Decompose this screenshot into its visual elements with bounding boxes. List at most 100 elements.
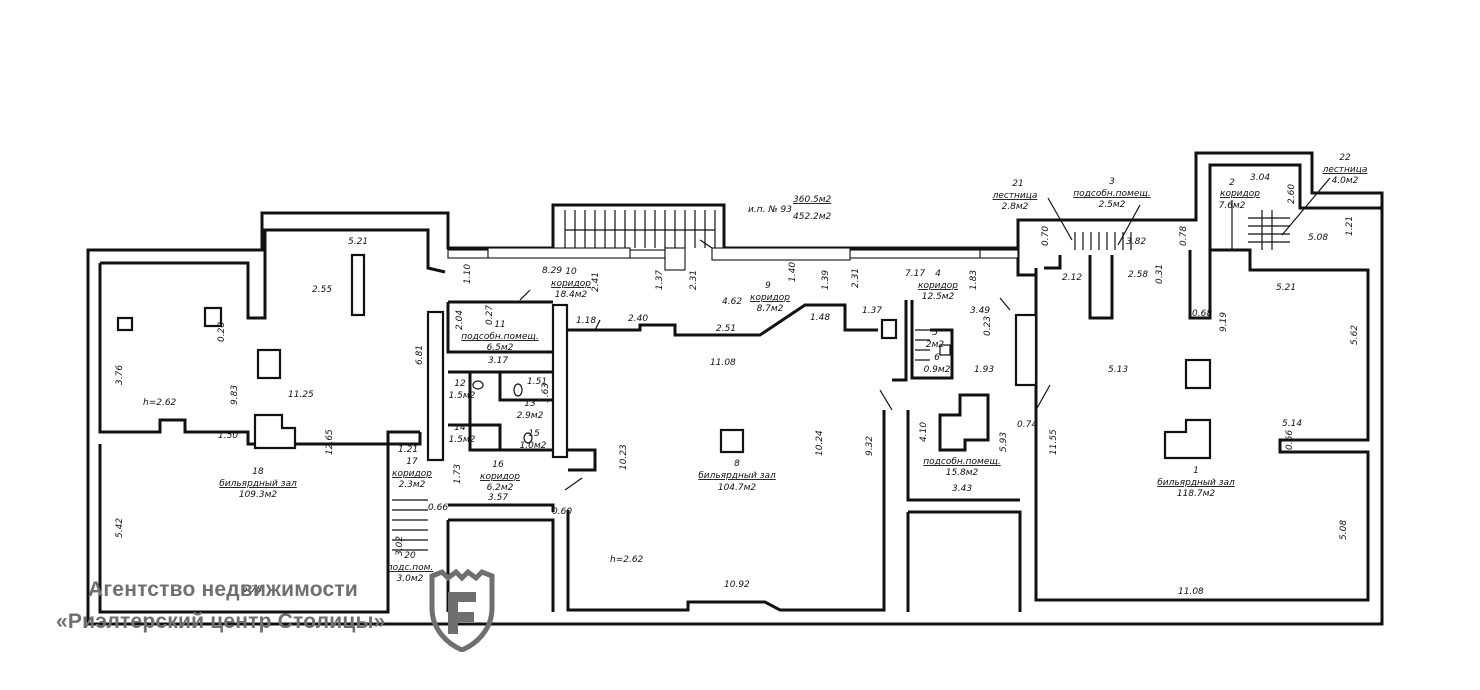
summary-area-1: 360.5м2 <box>793 195 832 205</box>
svg-text:2.8м2: 2.8м2 <box>1002 202 1029 212</box>
svg-text:2.9м2: 2.9м2 <box>517 411 544 421</box>
svg-text:0.23: 0.23 <box>983 316 993 336</box>
svg-text:9: 9 <box>765 281 771 291</box>
svg-text:9.32: 9.32 <box>865 436 875 456</box>
svg-text:1.63: 1.63 <box>541 383 551 403</box>
svg-text:1.5м2: 1.5м2 <box>449 391 476 401</box>
svg-text:0.66: 0.66 <box>428 503 448 513</box>
utility-room-label: подсобн.помещ.15.8м2 <box>923 457 1000 478</box>
svg-text:3.57: 3.57 <box>488 493 508 503</box>
svg-text:18.4м2: 18.4м2 <box>555 290 588 300</box>
fixtures <box>472 344 951 444</box>
svg-text:1.37: 1.37 <box>655 270 665 290</box>
room-13-label: 132.9м2 <box>517 399 544 421</box>
svg-text:2.51: 2.51 <box>716 324 736 334</box>
svg-text:3.17: 3.17 <box>488 356 508 366</box>
svg-text:1.39: 1.39 <box>821 270 831 290</box>
svg-text:h=2.62: h=2.62 <box>610 555 644 565</box>
svg-text:2.41: 2.41 <box>591 272 601 292</box>
svg-text:2.40: 2.40 <box>628 314 648 324</box>
svg-text:3.76: 3.76 <box>115 365 125 385</box>
svg-text:1.37: 1.37 <box>862 306 882 316</box>
svg-text:17: 17 <box>406 457 418 467</box>
svg-text:коридор: коридор <box>480 472 520 482</box>
svg-text:10.24: 10.24 <box>815 430 825 456</box>
watermark-line-2: «Риэлтерский центр Столицы» <box>56 610 386 633</box>
svg-text:5.08: 5.08 <box>1339 520 1349 540</box>
svg-text:0.60: 0.60 <box>552 507 572 517</box>
area-summary: и.п. № 93 360.5м2 452.2м2 <box>748 195 832 222</box>
svg-text:1.48: 1.48 <box>810 313 830 323</box>
svg-text:подсобн.помещ.: подсобн.помещ. <box>1073 189 1150 199</box>
svg-text:лестница: лестница <box>1322 165 1368 175</box>
svg-text:1: 1 <box>1193 466 1199 476</box>
svg-text:0.78: 0.78 <box>1179 226 1189 246</box>
svg-text:5: 5 <box>932 328 938 338</box>
svg-text:2.55: 2.55 <box>312 285 332 295</box>
svg-text:12.5м2: 12.5м2 <box>922 292 955 302</box>
summary-number: и.п. № 93 <box>748 205 792 215</box>
room-15-label: 151.0м2 <box>520 429 547 451</box>
svg-text:12: 12 <box>454 379 466 389</box>
svg-text:6.5м2: 6.5м2 <box>487 343 514 353</box>
svg-text:10.92: 10.92 <box>724 580 750 590</box>
svg-text:4: 4 <box>935 269 941 279</box>
svg-text:4.62: 4.62 <box>722 297 742 307</box>
svg-text:6.81: 6.81 <box>415 345 425 365</box>
ceiling-heights: h=2.62 h=2.62 <box>143 398 644 565</box>
svg-text:1.73: 1.73 <box>453 464 463 484</box>
svg-text:11.08: 11.08 <box>1178 587 1204 597</box>
svg-text:4.10: 4.10 <box>919 422 929 442</box>
svg-text:22: 22 <box>1339 153 1351 163</box>
svg-text:коридор: коридор <box>392 469 432 479</box>
svg-text:5.13: 5.13 <box>1108 365 1128 375</box>
svg-text:7.17: 7.17 <box>905 269 925 279</box>
svg-text:0.28: 0.28 <box>217 322 227 342</box>
svg-text:5.08: 5.08 <box>1308 233 1328 243</box>
svg-text:лестница: лестница <box>992 191 1038 201</box>
svg-text:2.5м2: 2.5м2 <box>1099 200 1126 210</box>
staircases <box>392 210 1290 551</box>
windows <box>447 247 1019 271</box>
svg-text:8.7м2: 8.7м2 <box>757 304 784 314</box>
svg-text:1.21: 1.21 <box>1345 216 1355 236</box>
svg-text:1.51: 1.51 <box>527 377 547 387</box>
svg-text:10: 10 <box>565 267 577 277</box>
svg-text:5.21: 5.21 <box>1276 283 1296 293</box>
svg-text:подсобн.помещ.: подсобн.помещ. <box>923 457 1000 467</box>
leader-lines <box>519 177 1331 491</box>
svg-text:8.29: 8.29 <box>542 266 562 276</box>
summary-area-2: 452.2м2 <box>793 212 832 222</box>
svg-text:1.5м2: 1.5м2 <box>449 435 476 445</box>
svg-text:5.21: 5.21 <box>348 237 368 247</box>
svg-text:0.70: 0.70 <box>1041 226 1051 246</box>
svg-text:5.14: 5.14 <box>1282 419 1302 429</box>
svg-text:2.31: 2.31 <box>689 270 699 290</box>
svg-text:9.83: 9.83 <box>230 385 240 405</box>
svg-text:6: 6 <box>934 353 940 363</box>
svg-text:3.82: 3.82 <box>1126 237 1146 247</box>
svg-text:1.18: 1.18 <box>576 316 596 326</box>
svg-text:15.8м2: 15.8м2 <box>946 468 979 478</box>
svg-text:2.60: 2.60 <box>1287 184 1297 204</box>
columns <box>116 253 1212 460</box>
svg-text:5.42: 5.42 <box>115 518 125 538</box>
svg-text:11: 11 <box>494 320 505 330</box>
svg-text:1.93: 1.93 <box>974 365 994 375</box>
svg-text:1.50: 1.50 <box>218 431 238 441</box>
svg-text:2.58: 2.58 <box>1128 270 1148 280</box>
svg-text:0.66: 0.66 <box>1285 430 1295 450</box>
svg-text:0.27: 0.27 <box>485 305 495 325</box>
svg-text:10.23: 10.23 <box>619 444 629 470</box>
interior-walls <box>426 255 1114 612</box>
svg-text:1.0м2: 1.0м2 <box>520 441 547 451</box>
